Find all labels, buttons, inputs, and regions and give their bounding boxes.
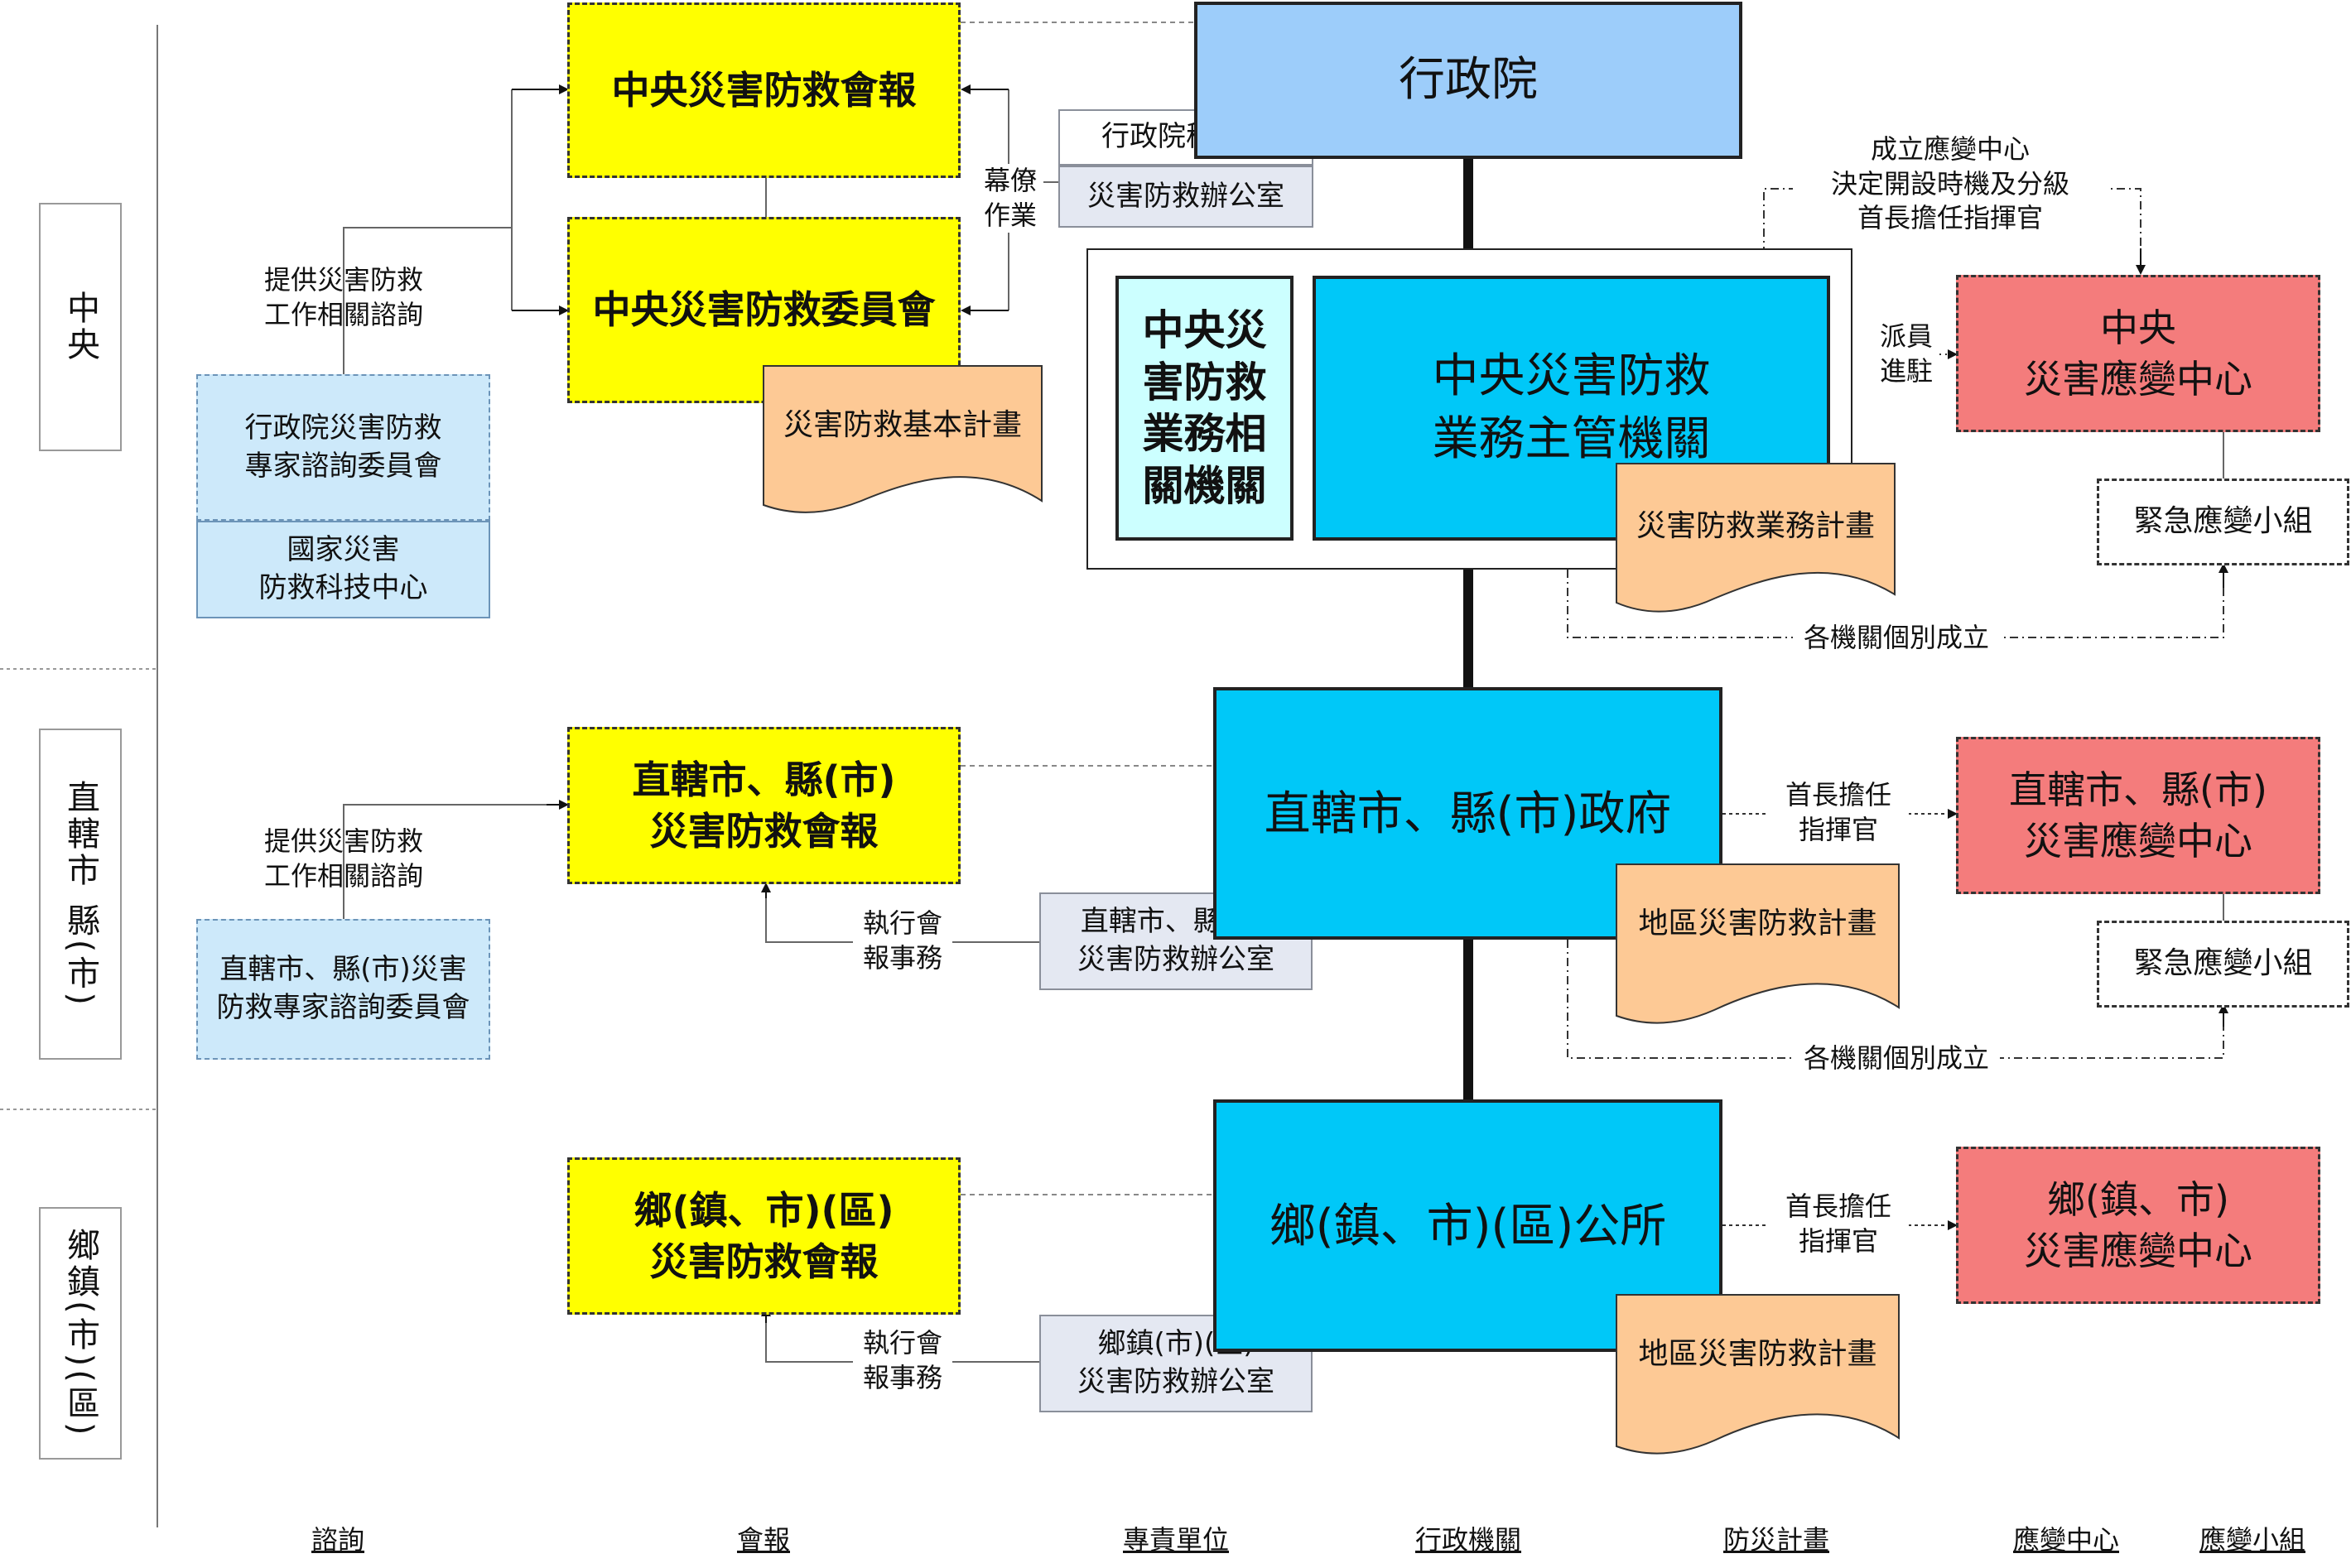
column-header-council: 會報: [736, 1524, 791, 1556]
column-header-team: 應變小組: [2199, 1524, 2306, 1556]
central-expert-committee[interactable]: 行政院災害防救專家諮詢委員會: [196, 374, 490, 521]
township-eoc[interactable]: 鄉(鎮、市)災害應變中心: [1956, 1147, 2320, 1304]
column-header-unit: 專責單位: [1122, 1524, 1230, 1556]
central-disaster-office[interactable]: 災害防救辦公室: [1058, 166, 1313, 228]
central-committee-label: 中央災害防救委員會: [592, 287, 936, 333]
municipal-each-agency-label: 各機關個別成立: [1793, 1041, 2000, 1076]
municipal-plan-document[interactable]: 地區災害防救計畫: [1615, 863, 1901, 1032]
municipal-advice-label: 提供災害防救工作相關諮詢: [263, 825, 423, 892]
municipal-disaster-council[interactable]: 直轄市、縣(市)災害防救會報: [567, 727, 961, 884]
municipal-emergency-team[interactable]: 緊急應變小組: [2097, 921, 2349, 1008]
central-emergency-team[interactable]: 緊急應變小組: [2097, 479, 2349, 565]
central-advice-label: 提供災害防救工作相關諮詢: [263, 264, 423, 330]
township-disaster-council[interactable]: 鄉(鎮、市)(區)災害防救會報: [567, 1157, 961, 1315]
township-plan-document[interactable]: 地區災害防救計畫: [1615, 1293, 1901, 1463]
column-header-agency: 行政機關: [1414, 1524, 1522, 1556]
executive-yuan[interactable]: 行政院: [1194, 2, 1742, 159]
column-header-eoc: 應變中心: [2012, 1524, 2120, 1556]
municipal-exec-label: 執行會報事務: [853, 907, 952, 976]
township-plan-label: 地區災害防救計畫: [1638, 1337, 1877, 1371]
level-township: 鄉鎮(市)(區): [39, 1207, 122, 1460]
township-office[interactable]: 鄉(鎮、市)(區)公所: [1213, 1099, 1722, 1352]
level-municipal: 直轄市 縣(市): [39, 729, 122, 1060]
municipal-plan-label: 地區災害防救計畫: [1638, 907, 1877, 940]
central-disaster-council[interactable]: 中央災害防救會報: [567, 2, 961, 178]
level-central: 中央: [39, 203, 122, 451]
central-council-label: 中央災害防救會報: [611, 67, 917, 113]
column-header-consult: 諮詢: [311, 1524, 365, 1556]
municipal-expert-committee[interactable]: 直轄市、縣(市)災害防救專家諮詢委員會: [196, 919, 490, 1060]
related-agencies[interactable]: 中央災害防救 業務相關機關: [1115, 276, 1294, 541]
operation-plan-document[interactable]: 災害防救業務計畫: [1615, 462, 1896, 619]
basic-plan-document[interactable]: 災害防救基本計畫: [762, 364, 1043, 517]
competent-authority[interactable]: 中央災害防救業務主管機關: [1313, 276, 1830, 541]
central-each-agency-label: 各機關個別成立: [1793, 621, 2000, 656]
municipal-eoc[interactable]: 直轄市、縣(市)災害應變中心: [1956, 737, 2320, 894]
setup-eoc-label: 成立應變中心決定開設時機及分級首長擔任指揮官: [1793, 132, 2108, 236]
column-header-plan: 防災計畫: [1722, 1524, 1830, 1556]
central-eoc[interactable]: 中央災害應變中心: [1956, 275, 2320, 432]
operation-plan-label: 災害防救業務計畫: [1636, 509, 1875, 543]
township-disaster-office[interactable]: 鄉鎮(市)(區)災害防救辦公室: [1039, 1315, 1313, 1412]
municipal-government[interactable]: 直轄市、縣(市)政府: [1213, 687, 1722, 940]
township-commander-label: 首長擔任指揮官: [1768, 1190, 1909, 1259]
township-exec-label: 執行會報事務: [853, 1326, 952, 1396]
national-tech-center[interactable]: 國家災害防救科技中心: [196, 521, 490, 618]
dispatch-label: 派員進駐: [1873, 320, 1939, 389]
municipal-commander-label: 首長擔任指揮官: [1768, 778, 1909, 848]
basic-plan-label: 災害防救基本計畫: [783, 408, 1022, 442]
staff-work-label: 幕僚作業: [977, 164, 1043, 233]
